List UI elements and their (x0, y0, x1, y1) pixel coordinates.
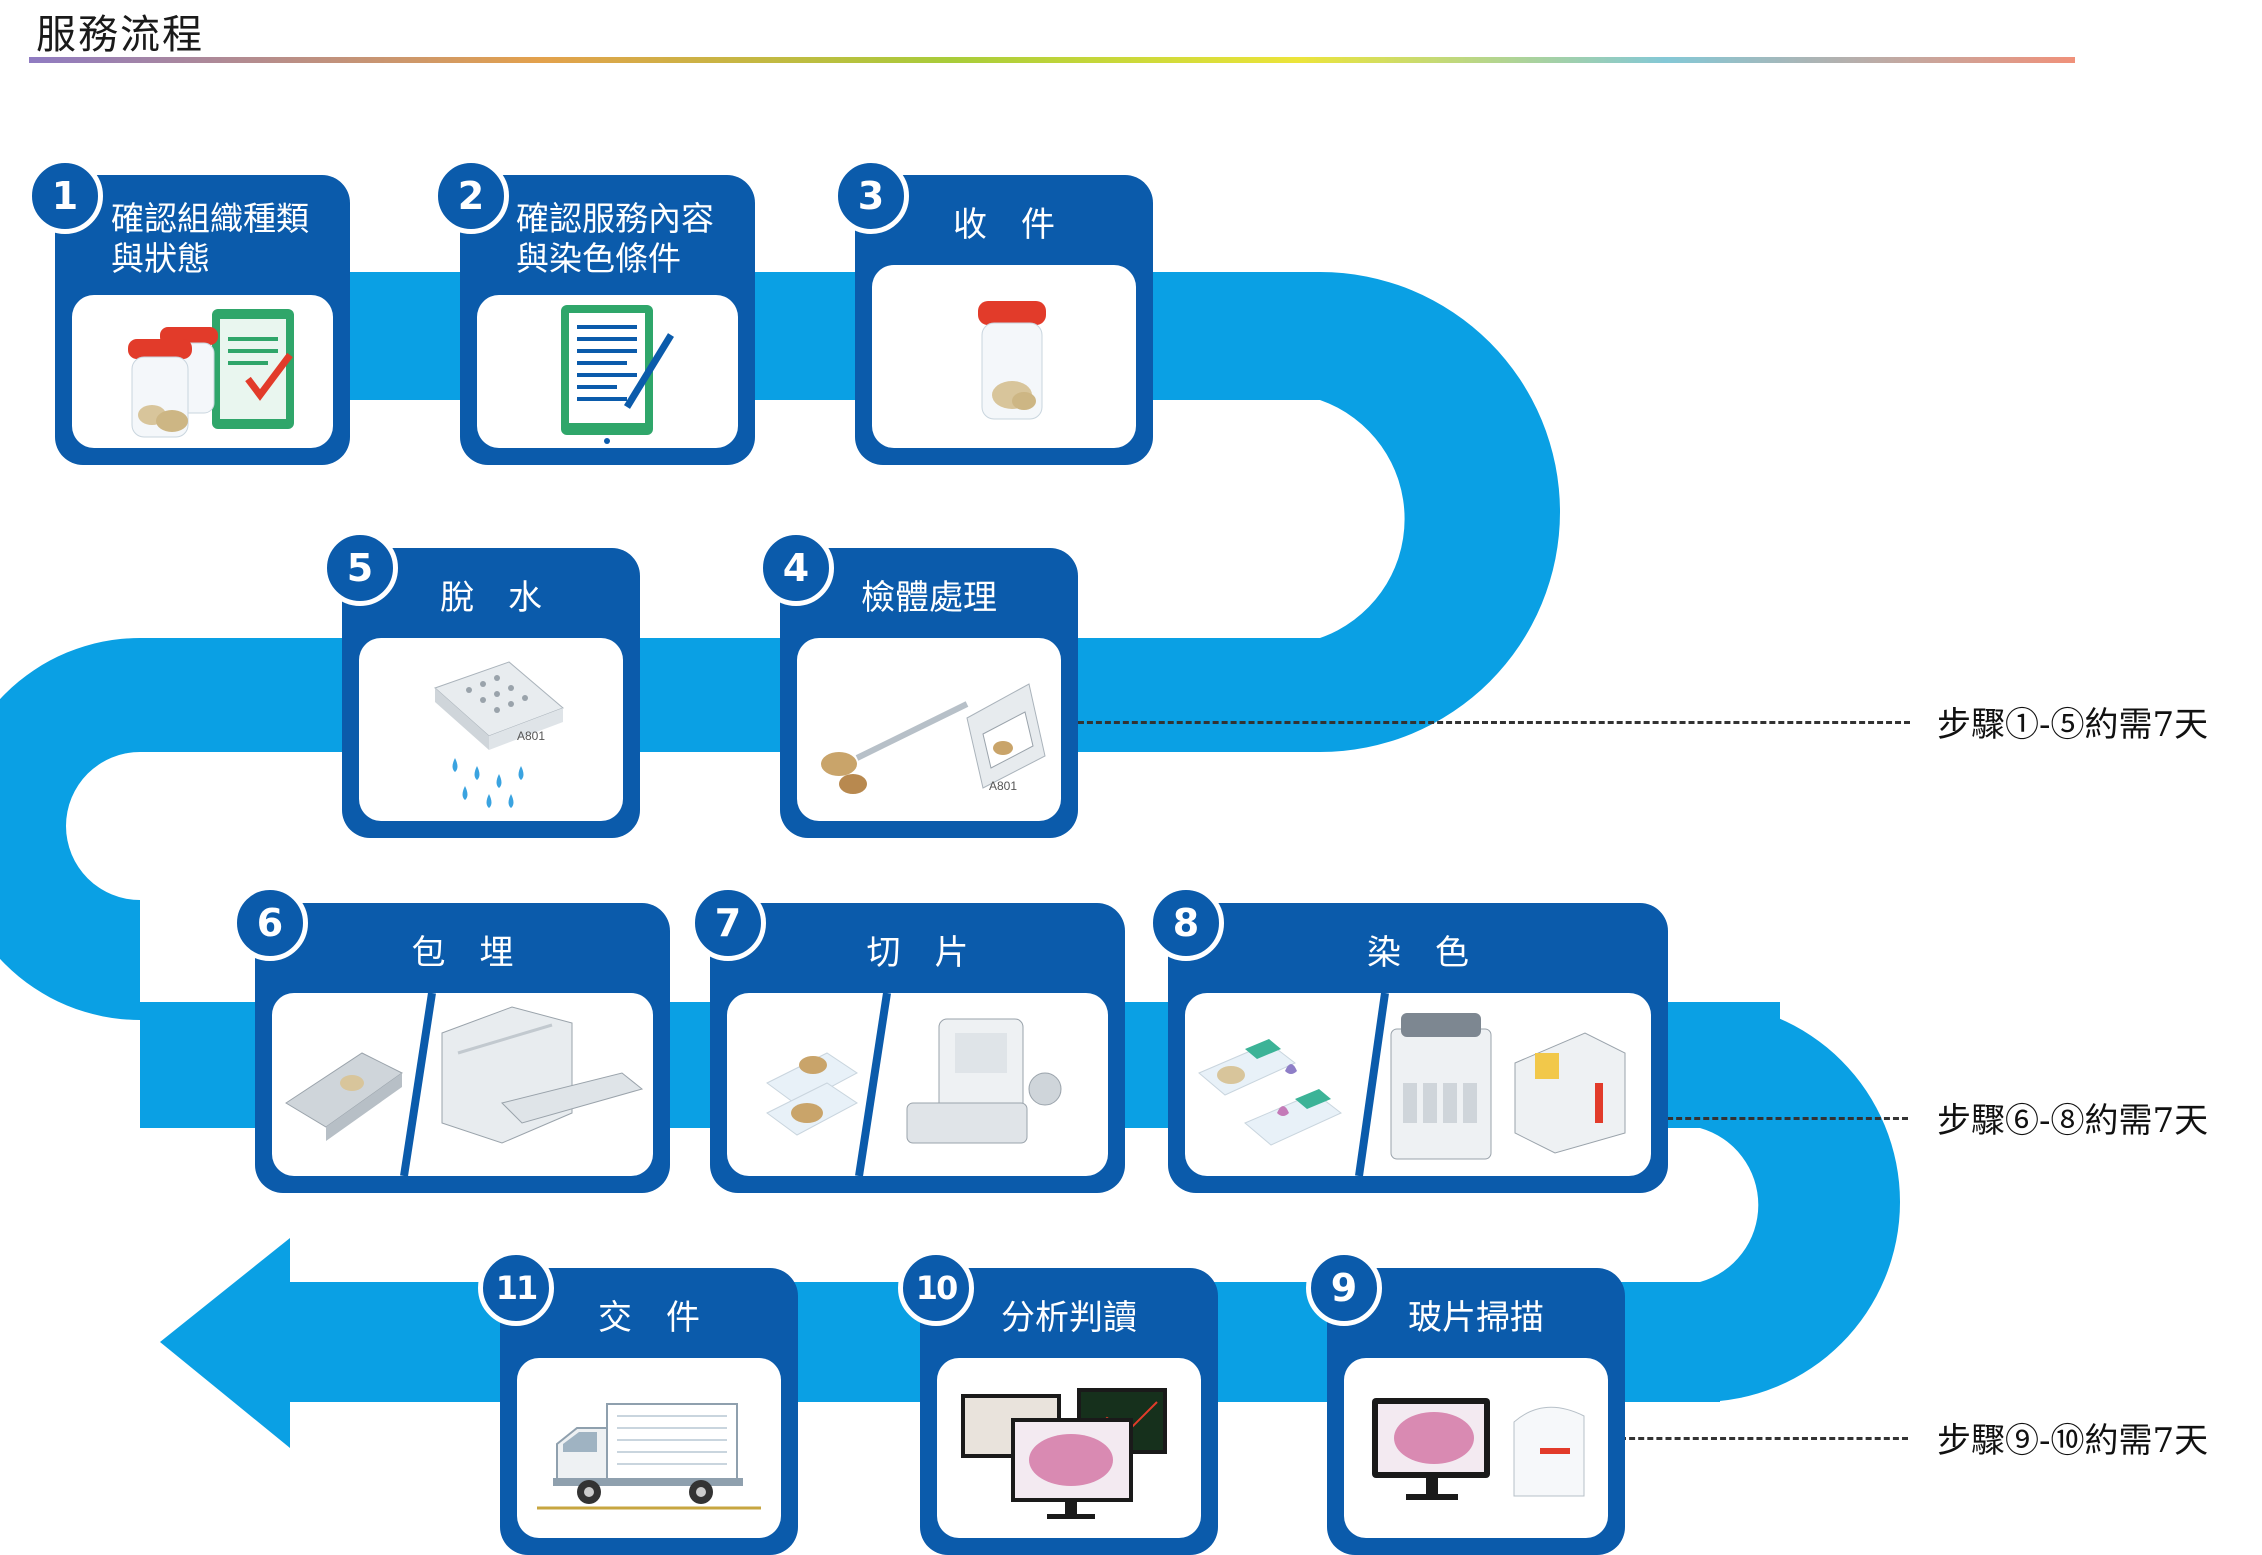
step-illustration: A801 (797, 638, 1061, 821)
stage2-leader (1640, 1117, 1908, 1120)
step-card-7: 切 片 (710, 903, 1125, 1193)
step-card-2: 確認服務內容 與染色條件 (460, 175, 755, 465)
step-label: 切 片 (866, 933, 969, 973)
step-label: 包 埋 (411, 933, 514, 973)
stage1-leader (1060, 721, 1910, 724)
page-title: 服務流程 (36, 12, 204, 58)
step-illustration (272, 993, 653, 1176)
step-illustration (1344, 1358, 1608, 1538)
step-card-9: 玻片掃描 (1327, 1268, 1625, 1555)
stage3-leader (1620, 1437, 1908, 1440)
step-illustration (727, 993, 1108, 1176)
step-illustration (517, 1358, 781, 1538)
step-illustration (937, 1358, 1201, 1538)
step-badge-4: 4 (758, 530, 834, 606)
step-badge-11: 11 (478, 1250, 554, 1326)
step-label: 檢體處理 (861, 578, 997, 618)
cassette-label: A801 (989, 779, 1017, 793)
step-badge-5: 5 (322, 530, 398, 606)
step-label: 收 件 (953, 205, 1055, 245)
stage3-duration: 步驟⑨-⑩約需7天 (1937, 1421, 2209, 1461)
step-card-11: 交 件 (500, 1268, 798, 1555)
step-badge-6: 6 (232, 885, 308, 961)
step-label: 交 件 (598, 1298, 700, 1338)
stage2-duration: 步驟⑥-⑧約需7天 (1937, 1101, 2209, 1141)
step-badge-9: 9 (1306, 1250, 1382, 1326)
step-badge-1: 1 (27, 158, 103, 234)
step-illustration (477, 295, 738, 448)
step-illustration (872, 265, 1136, 448)
cassette-label: A801 (517, 729, 545, 743)
step-card-5: 脫 水 A801 (342, 548, 640, 838)
step-card-10: 分析判讀 (920, 1268, 1218, 1555)
step-card-8: 染 色 (1168, 903, 1668, 1193)
step-illustration (1185, 993, 1651, 1176)
step-badge-7: 7 (690, 885, 766, 961)
step-label: 確認組織種類 與狀態 (111, 199, 309, 278)
step-label: 玻片掃描 (1408, 1298, 1544, 1338)
step-label: 確認服務內容 與染色條件 (516, 199, 714, 278)
step-card-6: 包 埋 (255, 903, 670, 1193)
step-card-3: 收 件 (855, 175, 1153, 465)
step-label: 脫 水 (440, 578, 542, 618)
stage1-duration: 步驟①-⑤約需7天 (1937, 705, 2209, 745)
step-card-4: 檢體處理 A801 (780, 548, 1078, 838)
step-badge-10: 10 (898, 1250, 974, 1326)
step-card-1: 確認組織種類 與狀態 (55, 175, 350, 465)
step-illustration: A801 (359, 638, 623, 821)
step-badge-8: 8 (1148, 885, 1224, 961)
step-badge-2: 2 (433, 158, 509, 234)
step-label: 分析判讀 (1001, 1298, 1137, 1338)
title-divider (29, 57, 2075, 63)
step-label: 染 色 (1367, 933, 1469, 973)
step-illustration (72, 295, 333, 448)
step-badge-3: 3 (833, 158, 909, 234)
